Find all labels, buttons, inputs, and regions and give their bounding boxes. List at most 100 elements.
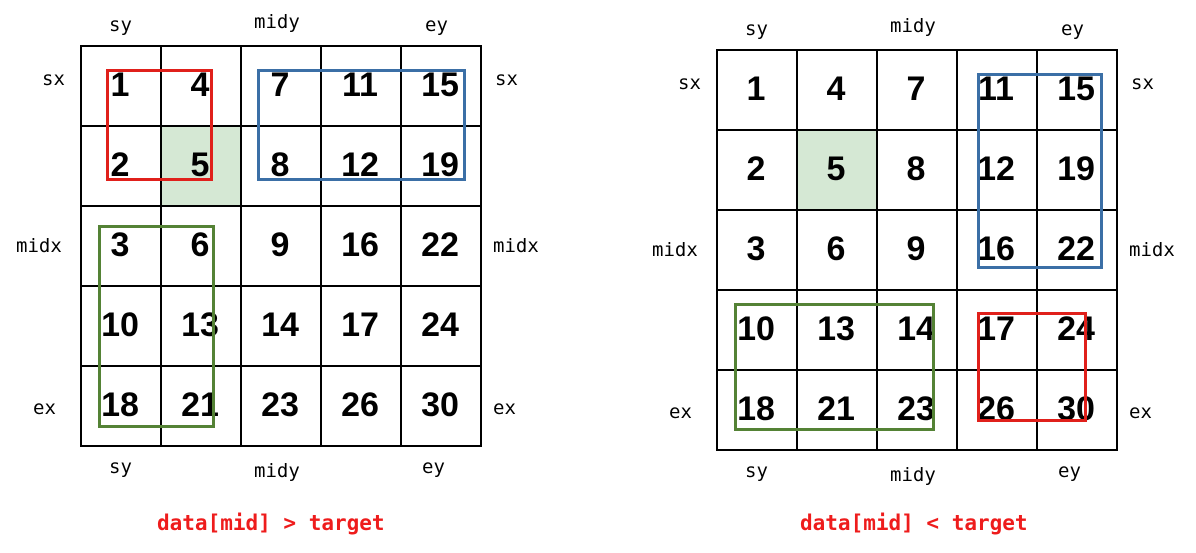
grid-line bbox=[1036, 49, 1038, 451]
left-caption: data[mid] > target bbox=[157, 511, 385, 535]
label-sx-right: sx bbox=[495, 68, 518, 90]
matrix-cell-mid: 5 bbox=[826, 149, 846, 188]
matrix-cell: 16 bbox=[977, 229, 1015, 268]
matrix-cell: 19 bbox=[1057, 149, 1095, 188]
matrix-cell: 17 bbox=[977, 309, 1015, 348]
matrix-cell: 2 bbox=[746, 149, 766, 188]
label-midy-bottom: midy bbox=[890, 464, 936, 486]
matrix-cell: 3 bbox=[746, 229, 766, 268]
grid-line bbox=[956, 49, 958, 451]
matrix-cell: 12 bbox=[977, 149, 1015, 188]
label-ex-right: ex bbox=[493, 397, 516, 419]
grid-line bbox=[480, 45, 482, 447]
matrix-cell: 22 bbox=[421, 225, 459, 264]
matrix-cell: 10 bbox=[737, 309, 775, 348]
right-caption: data[mid] < target bbox=[800, 511, 1028, 535]
matrix-cell: 17 bbox=[341, 305, 379, 344]
grid-line bbox=[400, 45, 402, 447]
matrix-cell: 22 bbox=[1057, 229, 1095, 268]
grid-line bbox=[80, 125, 482, 127]
grid-line bbox=[716, 49, 718, 451]
matrix-cell: 24 bbox=[421, 305, 459, 344]
matrix-cell: 23 bbox=[261, 385, 299, 424]
label-sx-left: sx bbox=[42, 68, 65, 90]
matrix-cell: 4 bbox=[190, 65, 210, 104]
matrix-cell: 8 bbox=[270, 145, 290, 184]
label-sx-right: sx bbox=[1131, 72, 1154, 94]
matrix-cell: 18 bbox=[737, 389, 775, 428]
mid-cell-shade bbox=[796, 129, 876, 209]
green-region-box bbox=[734, 303, 935, 431]
grid-line bbox=[716, 449, 1118, 451]
label-midy-top: midy bbox=[254, 11, 300, 33]
label-midy-bottom: midy bbox=[254, 460, 300, 482]
grid-line bbox=[80, 45, 482, 47]
grid-line bbox=[80, 45, 82, 447]
label-sy-top: sy bbox=[109, 14, 132, 36]
matrix-cell: 10 bbox=[101, 305, 139, 344]
matrix-cell: 1 bbox=[746, 69, 766, 108]
matrix-cell: 30 bbox=[421, 385, 459, 424]
label-sx-left: sx bbox=[678, 72, 701, 94]
grid-line bbox=[80, 365, 482, 367]
label-ex-left: ex bbox=[33, 397, 56, 419]
matrix-cell: 23 bbox=[897, 389, 935, 428]
green-region-box bbox=[98, 225, 215, 428]
matrix-cell: 9 bbox=[270, 225, 290, 264]
matrix-cell: 16 bbox=[341, 225, 379, 264]
matrix-cell: 1 bbox=[110, 65, 130, 104]
red-region-box bbox=[106, 69, 213, 181]
matrix-cell: 8 bbox=[906, 149, 926, 188]
matrix-cell: 14 bbox=[261, 305, 299, 344]
grid-line bbox=[80, 285, 482, 287]
matrix-cell: 9 bbox=[906, 229, 926, 268]
matrix-cell: 7 bbox=[906, 69, 926, 108]
matrix-cell: 7 bbox=[270, 65, 290, 104]
label-midx-left: midx bbox=[652, 239, 698, 261]
label-sy-bottom: sy bbox=[745, 460, 768, 482]
label-midx-right: midx bbox=[493, 235, 539, 257]
grid-line bbox=[320, 45, 322, 447]
matrix-cell: 2 bbox=[110, 145, 130, 184]
matrix-cell-mid: 5 bbox=[190, 145, 210, 184]
matrix-cell: 4 bbox=[826, 69, 846, 108]
matrix-cell: 6 bbox=[826, 229, 846, 268]
grid-line bbox=[716, 369, 1118, 371]
matrix-cell: 12 bbox=[341, 145, 379, 184]
label-sy-top: sy bbox=[745, 18, 768, 40]
label-ex-right: ex bbox=[1129, 401, 1152, 423]
grid-line bbox=[1116, 49, 1118, 451]
grid-line bbox=[240, 45, 242, 447]
label-ey-top: ey bbox=[1061, 18, 1084, 40]
matrix-cell: 14 bbox=[897, 309, 935, 348]
blue-region-box bbox=[977, 73, 1103, 269]
matrix-cell: 24 bbox=[1057, 309, 1095, 348]
matrix-cell: 6 bbox=[190, 225, 210, 264]
blue-region-box bbox=[257, 69, 466, 181]
matrix-cell: 26 bbox=[341, 385, 379, 424]
matrix-cell: 21 bbox=[817, 389, 855, 428]
label-ex-left: ex bbox=[669, 401, 692, 423]
label-sy-bottom: sy bbox=[109, 456, 132, 478]
label-ey-bottom: ey bbox=[1058, 460, 1081, 482]
matrix-cell: 19 bbox=[421, 145, 459, 184]
grid-line bbox=[716, 289, 1118, 291]
mid-cell-shade bbox=[160, 125, 240, 205]
label-midx-left: midx bbox=[16, 235, 62, 257]
grid-line bbox=[716, 49, 1118, 51]
label-midy-top: midy bbox=[890, 15, 936, 37]
label-midx-right: midx bbox=[1129, 239, 1175, 261]
grid-line bbox=[716, 129, 1118, 131]
label-ey-bottom: ey bbox=[422, 456, 445, 478]
matrix-cell: 13 bbox=[817, 309, 855, 348]
matrix-cell: 18 bbox=[101, 385, 139, 424]
grid-line bbox=[876, 49, 878, 451]
grid-line bbox=[160, 45, 162, 447]
matrix-cell: 3 bbox=[110, 225, 130, 264]
label-ey-top: ey bbox=[425, 14, 448, 36]
grid-line bbox=[716, 209, 1118, 211]
grid-line bbox=[796, 49, 798, 451]
grid-line bbox=[80, 205, 482, 207]
red-region-box bbox=[977, 312, 1087, 422]
